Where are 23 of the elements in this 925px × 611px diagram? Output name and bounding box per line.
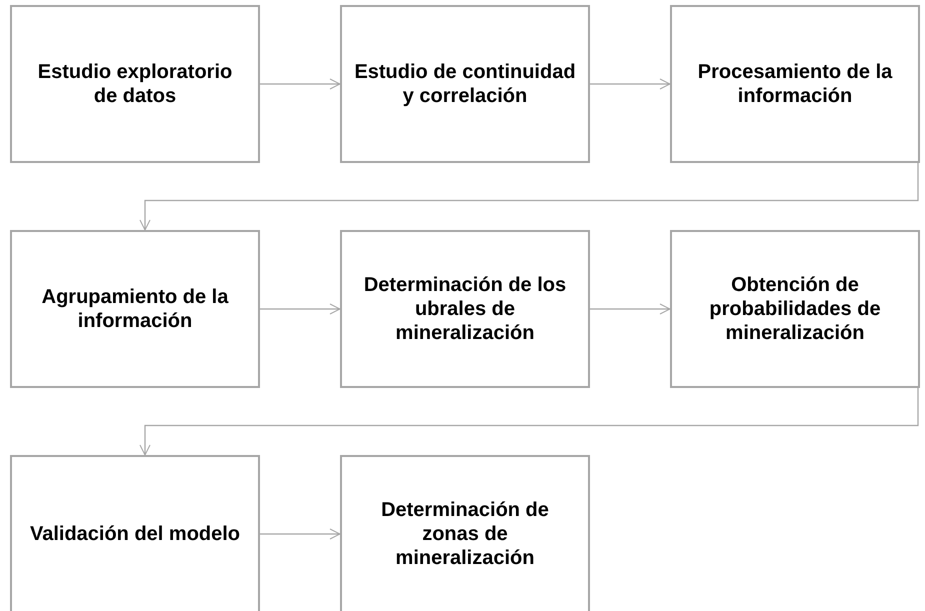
step-text: Estudio de continuidad y correlación xyxy=(354,60,576,108)
step-text: Procesamiento de la información xyxy=(696,60,894,108)
step-text: Determinación de los ubrales de mineralización xyxy=(362,273,568,345)
process-box xyxy=(10,5,260,163)
process-box xyxy=(340,230,590,388)
arrow xyxy=(590,304,670,314)
step-text: Determinación de zonas de mineralización xyxy=(380,498,550,570)
step-text: Obtención de probabilidades de mineralización xyxy=(708,273,882,345)
step-text: Agrupamiento de la información xyxy=(40,285,230,333)
step-text: Estudio exploratorio de datos xyxy=(36,60,234,108)
step-text: Validación del modelo xyxy=(30,522,240,546)
process-box xyxy=(670,230,920,388)
arrow xyxy=(260,78,340,90)
process-box xyxy=(340,455,590,611)
arrow xyxy=(260,304,340,314)
arrow xyxy=(260,528,340,540)
process-box xyxy=(670,5,920,163)
process-box xyxy=(10,455,260,611)
arrow xyxy=(140,388,919,456)
arrow xyxy=(140,163,919,230)
arrow xyxy=(590,78,670,90)
process-box xyxy=(340,5,590,163)
process-box xyxy=(10,230,260,388)
